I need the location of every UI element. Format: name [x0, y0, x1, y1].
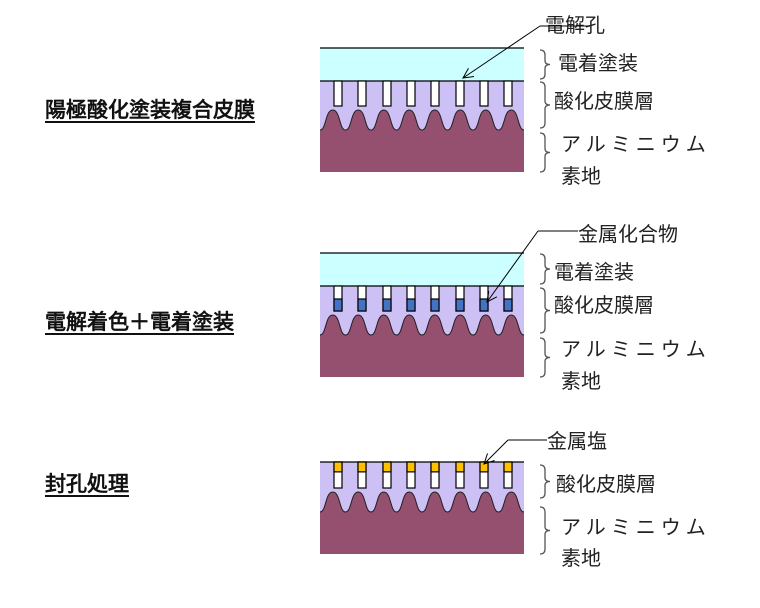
metal-compound-deposit [430, 298, 440, 312]
callout-arrow [487, 230, 539, 302]
metal-salt-deposit [503, 461, 513, 473]
metal-compound-deposit [357, 298, 367, 312]
layer-brace [539, 337, 551, 378]
layer-label-aluminum: アルミニウム [561, 337, 711, 361]
metal-compound-deposit [503, 298, 513, 312]
layer-label-ed-coating: 電着塗装 [554, 260, 634, 284]
layer-brace [539, 506, 551, 555]
panel-title-sealing: 封孔処理 [45, 472, 129, 496]
layer-label-substrate: 素地 [561, 164, 601, 188]
panel-title-anodic-composite: 陽極酸化塗装複合皮膜 [45, 98, 255, 122]
metal-compound-deposit [406, 298, 416, 312]
callout-label-metal-salt: 金属塩 [547, 429, 607, 453]
layer-brace [539, 253, 551, 285]
metal-compound-deposit [333, 298, 343, 312]
metal-compound-deposit [455, 298, 465, 312]
callout-label-electrolytic-pore: 電解孔 [545, 13, 605, 37]
metal-compound-deposit [479, 298, 489, 312]
pore [406, 80, 416, 107]
substrate-interface-line [319, 314, 525, 336]
substrate-interface-line [319, 109, 525, 131]
layer-label-aluminum: アルミニウム [561, 132, 711, 156]
layer-label-oxide: 酸化皮膜層 [554, 89, 654, 113]
metal-salt-deposit [455, 461, 465, 473]
layer-label-oxide: 酸化皮膜層 [554, 293, 654, 317]
layer-label-aluminum: アルミニウム [561, 515, 711, 539]
aluminum-substrate [320, 492, 524, 554]
ed-coating-layer [320, 48, 524, 81]
layer-brace [539, 132, 551, 173]
pore [479, 80, 489, 107]
callout-arrow [484, 439, 509, 464]
metal-salt-deposit [357, 461, 367, 473]
substrate-interface-line [319, 491, 525, 513]
layer-label-oxide: 酸化皮膜層 [556, 472, 656, 496]
pore [455, 80, 465, 107]
callout-arrow [463, 25, 541, 78]
layer-brace [539, 287, 551, 334]
aluminum-substrate [320, 110, 524, 172]
ed-coating-layer [320, 253, 524, 286]
callout-label-metal-compound: 金属化合物 [578, 222, 678, 246]
pore [430, 80, 440, 107]
panel-title-electrolytic-coloring: 電解着色＋電着塗装 [45, 310, 234, 334]
pore [357, 80, 367, 107]
layer-label-ed-coating: 電着塗装 [558, 51, 638, 75]
metal-salt-deposit [430, 461, 440, 473]
pore [333, 80, 343, 107]
layer-brace [539, 464, 551, 499]
layer-brace [539, 81, 551, 129]
metal-salt-deposit [333, 461, 343, 473]
metal-compound-deposit [382, 298, 392, 312]
layer-brace [539, 49, 551, 80]
layer-label-substrate: 素地 [561, 369, 601, 393]
layer-label-substrate: 素地 [561, 546, 601, 570]
pore [382, 80, 392, 107]
metal-salt-deposit [382, 461, 392, 473]
aluminum-substrate [320, 315, 524, 377]
pore [503, 80, 513, 107]
metal-salt-deposit [406, 461, 416, 473]
